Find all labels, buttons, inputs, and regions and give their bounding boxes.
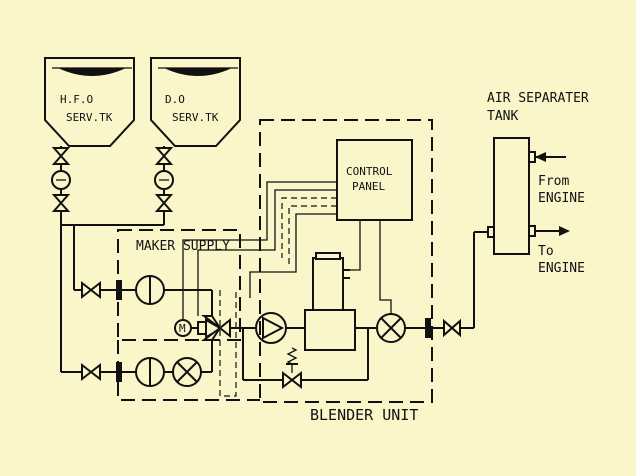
- motor-symbol-label: M: [179, 322, 186, 335]
- from-engine-label-line1: From: [538, 174, 569, 189]
- do-tank-label-line2: SERV.TK: [172, 111, 219, 124]
- signal-lines: [182, 181, 392, 397]
- do-supply-line: [61, 340, 213, 387]
- air-separator-title-line2: TANK: [487, 109, 518, 124]
- outlet-valve: [443, 318, 461, 338]
- hfo-outlet-line: [51, 146, 75, 372]
- outlet-flange: [425, 318, 431, 338]
- to-engine-label-line1: To: [538, 244, 554, 259]
- hfo-supply-line: [74, 275, 213, 316]
- blender-unit-boundary: [259, 119, 433, 403]
- homogenizer: [304, 252, 356, 351]
- air-separator-tank: [493, 137, 530, 255]
- to-engine-label-line2: ENGINE: [538, 261, 585, 276]
- air-separator-title-line1: AIR SEPARATER: [487, 91, 589, 106]
- blender-unit-label: BLENDER UNIT: [310, 406, 418, 424]
- control-panel-label-line2: PANEL: [352, 180, 385, 193]
- from-engine-arrow: [535, 152, 546, 162]
- from-engine-label-line2: ENGINE: [538, 191, 585, 206]
- hfo-service-tank: [44, 57, 135, 147]
- hfo-tank-label-line2: SERV.TK: [66, 111, 113, 124]
- control-panel: [336, 139, 413, 221]
- control-panel-label-line1: CONTROL: [346, 165, 393, 178]
- maker-supply-boundary: [117, 229, 241, 341]
- do-tank-label-line1: D.O: [165, 93, 185, 106]
- hfo-tank-label-line1: H.F.O: [60, 93, 93, 106]
- to-engine-arrow: [559, 226, 570, 236]
- flow-control-valve: [376, 313, 406, 343]
- maker-supply-label: MAKER SUPPLY: [136, 239, 230, 254]
- do-service-tank: [150, 57, 241, 147]
- relief-valve: [282, 347, 302, 390]
- do-outlet-line: [74, 146, 174, 226]
